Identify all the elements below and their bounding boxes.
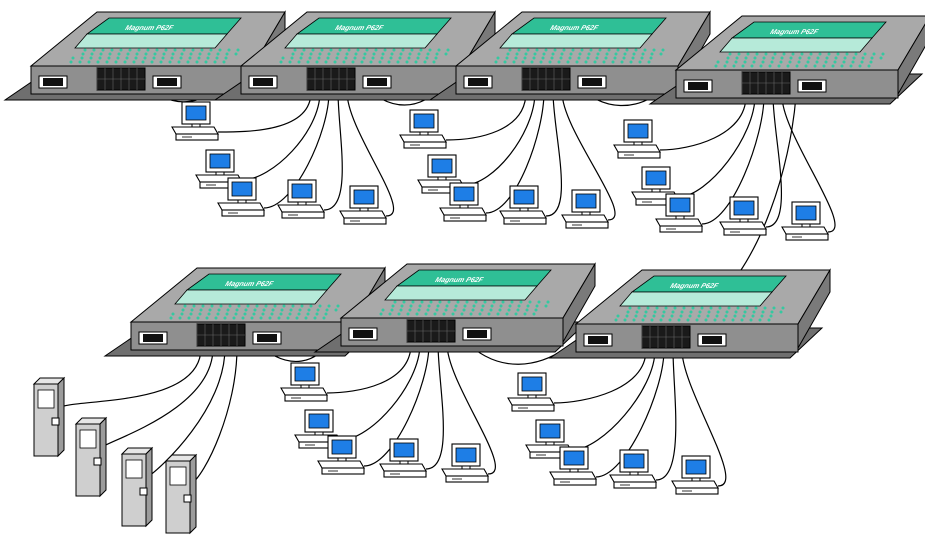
hub-switch: Magnum P62F — [213, 10, 496, 101]
network-cable — [363, 343, 430, 467]
hub-switch: Magnum P62F — [313, 262, 596, 353]
workstation — [655, 193, 703, 233]
workstation — [280, 362, 328, 402]
network-cable — [485, 91, 545, 214]
network-cable — [681, 349, 727, 487]
network-cable — [145, 347, 226, 479]
hub-model-label: Magnum P62F — [334, 23, 385, 32]
workstation — [671, 455, 719, 495]
network-cable — [445, 91, 527, 141]
network-cable — [545, 91, 563, 217]
network-cable — [57, 347, 202, 409]
network-cable — [217, 91, 312, 133]
workstation — [339, 185, 387, 225]
network-cable — [263, 91, 330, 209]
workstation — [439, 182, 487, 222]
network-cable — [781, 95, 836, 233]
network-cable — [326, 343, 412, 394]
network-cable — [99, 347, 214, 449]
workstation — [399, 109, 447, 149]
workstation — [499, 185, 547, 225]
workstation — [441, 443, 489, 483]
network-cable — [655, 349, 677, 481]
workstation — [277, 179, 325, 219]
hub-model-label: Magnum P62F — [669, 281, 720, 290]
network-cable — [446, 343, 496, 475]
workstation — [217, 177, 265, 217]
network-cable — [659, 95, 747, 151]
hub-model-label: Magnum P62F — [769, 27, 820, 36]
workstation — [613, 119, 661, 159]
network-cable — [346, 91, 394, 217]
workstation — [317, 435, 365, 475]
hub-model-label: Magnum P62F — [224, 279, 275, 288]
network-cable — [425, 343, 444, 470]
workstation — [171, 101, 219, 141]
hub-switch: Magnum P62F — [648, 15, 925, 105]
workstation — [781, 201, 829, 241]
hubs: Magnum P62F Magnum P62F Magnum P62F Magnum … — [3, 10, 925, 359]
workstations — [171, 101, 829, 495]
workstation — [609, 449, 657, 489]
network-cable — [553, 349, 647, 404]
workstation — [561, 189, 609, 229]
network-cable — [189, 347, 238, 486]
hub-model-label: Magnum P62F — [434, 275, 485, 284]
hub-switch: Magnum P62F — [428, 10, 711, 101]
server-tower — [164, 453, 198, 535]
network-cable — [561, 91, 616, 221]
workstation — [507, 372, 555, 412]
network-cable — [323, 91, 343, 211]
network-cable — [595, 349, 665, 478]
network-cable — [701, 95, 765, 225]
hub-model-label: Magnum P62F — [124, 23, 175, 32]
server-tower — [120, 446, 154, 528]
workstation — [379, 438, 427, 478]
network-cable — [765, 95, 783, 228]
servers — [32, 376, 198, 535]
hub-switch: Magnum P62F — [3, 10, 286, 101]
server-tower — [74, 416, 108, 498]
hub-model-label: Magnum P62F — [549, 23, 600, 32]
workstation — [719, 196, 767, 236]
server-tower — [32, 376, 66, 458]
hub-switch: Magnum P62F — [548, 268, 831, 359]
workstation — [525, 419, 573, 459]
workstation — [549, 446, 597, 486]
